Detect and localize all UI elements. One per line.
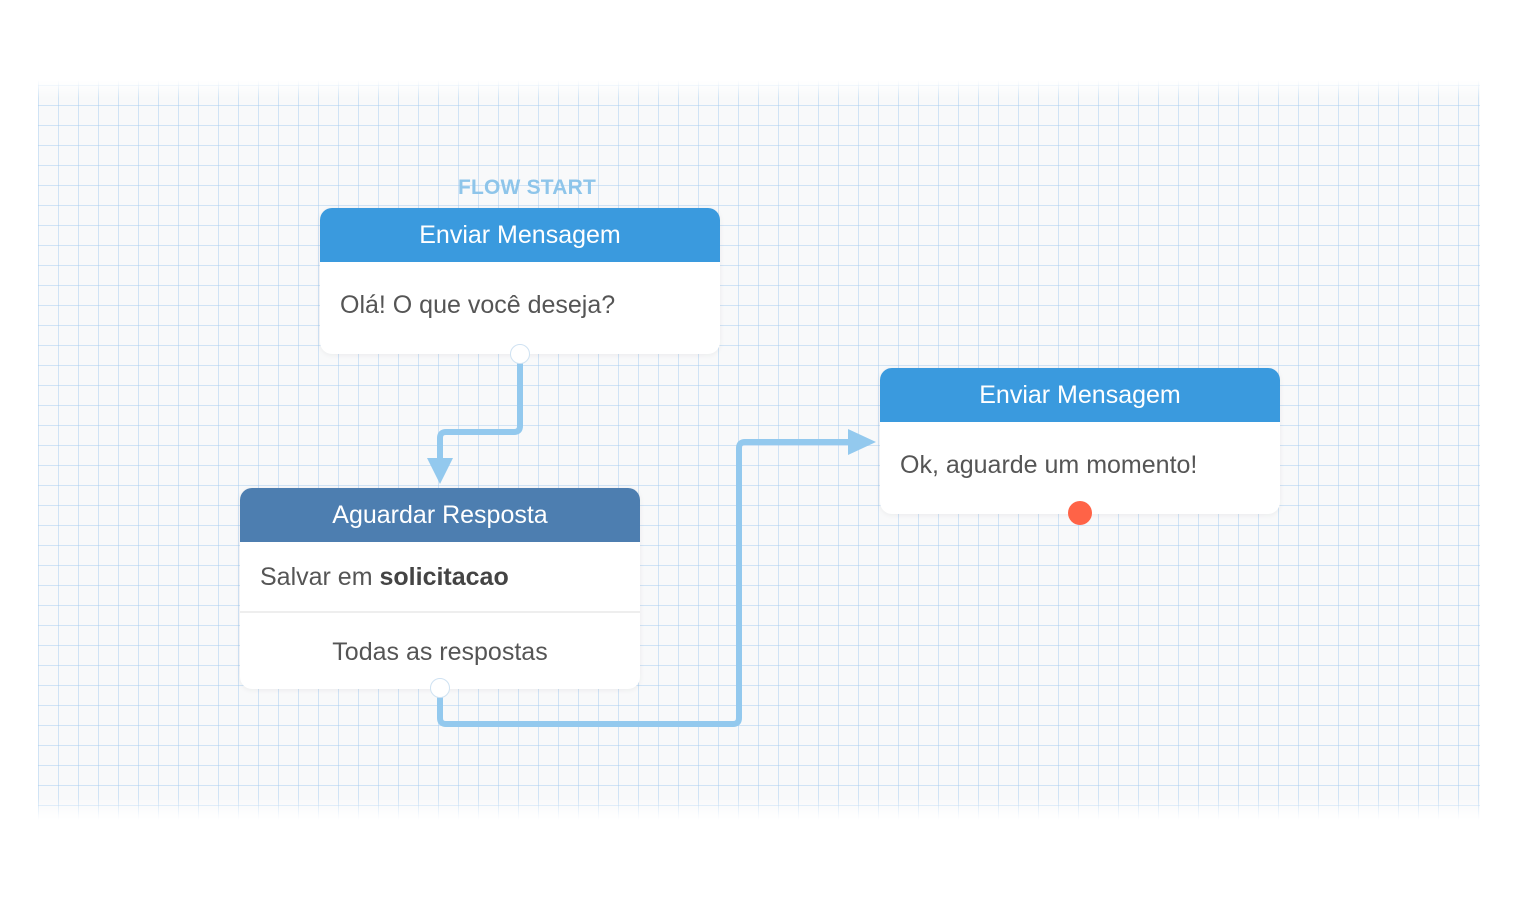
send-message-node-2[interactable]: Enviar Mensagem Ok, aguarde um momento!: [880, 368, 1280, 514]
flow-start-label: FLOW START: [457, 176, 597, 199]
exit-port[interactable]: [430, 678, 450, 698]
exit-port[interactable]: [510, 344, 530, 364]
wait-response-node[interactable]: Aguardar Resposta Salvar em solicitacao …: [240, 488, 640, 689]
node-title: Enviar Mensagem: [320, 208, 720, 262]
connector-send-to-wait[interactable]: [437, 353, 523, 465]
save-result-row: Salvar em solicitacao: [240, 542, 640, 613]
arrow-head-wait: [427, 458, 453, 484]
node-message: Ok, aguarde um momento!: [900, 451, 1198, 479]
node-title: Aguardar Resposta: [240, 488, 640, 542]
exit-category[interactable]: Todas as respostas: [332, 638, 548, 666]
node-title: Enviar Mensagem: [880, 368, 1280, 422]
save-variable: solicitacao: [379, 563, 509, 591]
node-message: Olá! O que você deseja?: [340, 291, 616, 319]
send-message-node-1[interactable]: Enviar Mensagem Olá! O que você deseja?: [320, 208, 720, 354]
save-prefix: Salvar em: [260, 563, 373, 591]
arrow-head-send: [848, 429, 876, 455]
unconnected-exit-dot[interactable]: [1068, 501, 1092, 525]
connector-wait-to-send[interactable]: [437, 439, 855, 727]
